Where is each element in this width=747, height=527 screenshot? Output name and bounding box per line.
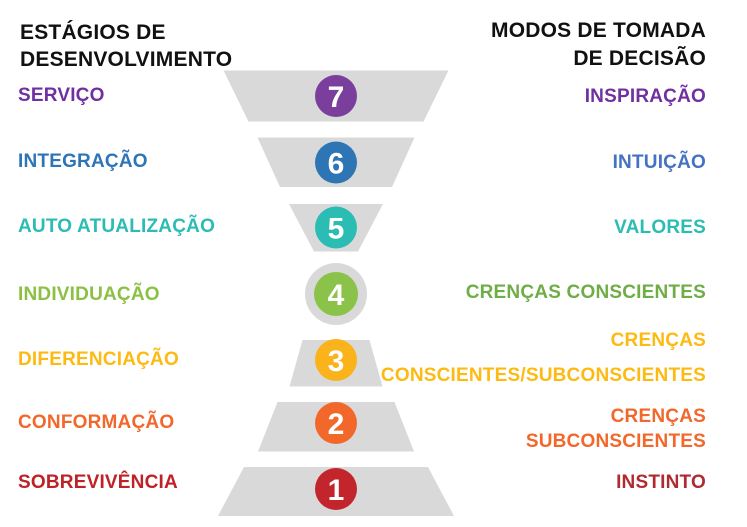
stage-label-6: INTEGRAÇÃO	[18, 151, 148, 172]
level-circle-4	[314, 272, 358, 316]
right-column-title: MODOS DE TOMADA DE DECISÃO	[491, 19, 706, 70]
level-circle-7	[315, 75, 357, 117]
level-number-7: 7	[328, 81, 345, 114]
stage-label-7: SERVIÇO	[18, 85, 105, 106]
level-circle-2	[315, 402, 357, 444]
stage-label-1: SOBREVIVÊNCIA	[18, 472, 178, 493]
level-number-2: 2	[328, 408, 345, 441]
level-number-3: 3	[328, 345, 345, 378]
level-number-5: 5	[328, 213, 345, 246]
mode-label-3: CRENÇAS CONSCIENTES/SUBCONSCIENTES	[380, 330, 706, 386]
stage-label-5: AUTO ATUALIZAÇÃO	[18, 216, 216, 237]
mode-label-4: CRENÇAS CONSCIENTES	[465, 282, 706, 303]
mode-label-2: CRENÇAS SUBCONSCIENTES	[525, 406, 706, 452]
mode-label-7: INSPIRAÇÃO	[584, 86, 706, 107]
stage-label-2: CONFORMAÇÃO	[18, 412, 175, 433]
left-column-title: ESTÁGIOS DE DESENVOLVIMENTO	[20, 21, 233, 71]
level-number-4: 4	[328, 279, 345, 312]
mode-label-6: INTUIÇÃO	[612, 152, 706, 173]
stage-label-3: DIFERENCIAÇÃO	[18, 349, 179, 370]
level-circle-5	[315, 206, 357, 249]
mode-label-5: VALORES	[614, 217, 706, 238]
level-number-6: 6	[328, 148, 345, 181]
level-circle-6	[315, 141, 357, 184]
mode-label-1: INSTINTO	[616, 472, 706, 493]
level-circle-3	[315, 339, 357, 381]
level-circle-1	[315, 468, 357, 510]
level-number-1: 1	[328, 474, 345, 507]
stage-label-4: INDIVIDUAÇÃO	[18, 284, 160, 305]
